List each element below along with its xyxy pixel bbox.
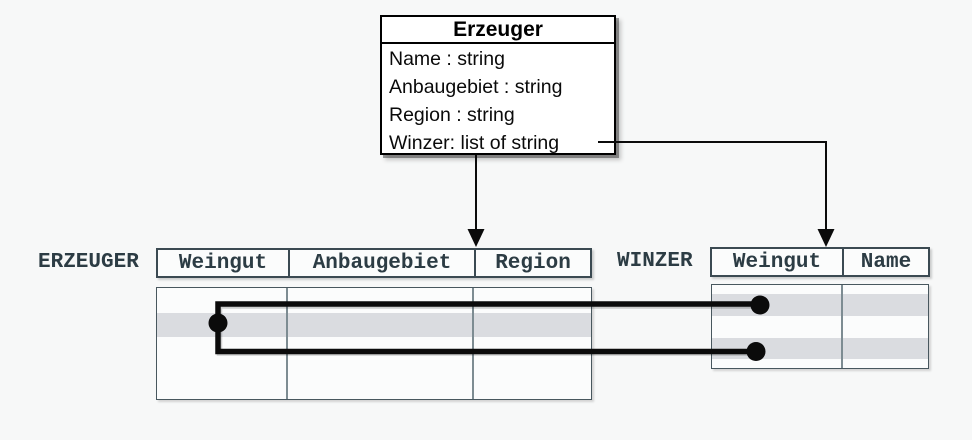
- class-attribute-anbaugebiet: Anbaugebiet : string: [389, 76, 563, 98]
- arrowhead-down-icon: [817, 229, 835, 247]
- winzer-header-row: Weingut Name: [710, 247, 930, 277]
- class-attribute-name: Name : string: [389, 48, 505, 70]
- erzeuger-header-cell-weingut: Weingut: [178, 251, 268, 275]
- erzeuger-header-cell-anbaugebiet: Anbaugebiet: [288, 250, 474, 276]
- arrowhead-down-icon: [467, 229, 485, 247]
- arrow-line-to-winzer: [598, 141, 827, 232]
- erzeuger-column-divider-2: [472, 288, 474, 399]
- class-attribute-winzer: Winzer: list of string: [389, 132, 560, 154]
- erzeuger-highlighted-row: [157, 313, 591, 337]
- class-box-erzeuger: Erzeuger Name : string Anbaugebiet : str…: [380, 15, 616, 155]
- class-attribute-region: Region : string: [389, 104, 515, 126]
- winzer-column-divider: [841, 285, 843, 368]
- winzer-header-cell-weingut: Weingut: [732, 250, 822, 274]
- erzeuger-header-cell-region: Region: [474, 250, 590, 276]
- erzeuger-column-divider-1: [286, 288, 288, 399]
- erzeuger-header-row: Weingut Anbaugebiet Region: [156, 248, 592, 278]
- winzer-header-cell-name: Name: [842, 249, 928, 275]
- class-attributes: Name : string Anbaugebiet : string Regio…: [382, 44, 614, 157]
- winzer-highlighted-row-1: [712, 294, 928, 316]
- erzeuger-table-label: ERZEUGER: [38, 251, 139, 274]
- winzer-highlighted-row-2: [712, 338, 928, 359]
- winzer-table-label: WINZER: [617, 250, 693, 273]
- class-title: Erzeuger: [382, 17, 614, 44]
- winzer-table-body: [711, 284, 929, 369]
- erzeuger-table-body: [156, 287, 592, 400]
